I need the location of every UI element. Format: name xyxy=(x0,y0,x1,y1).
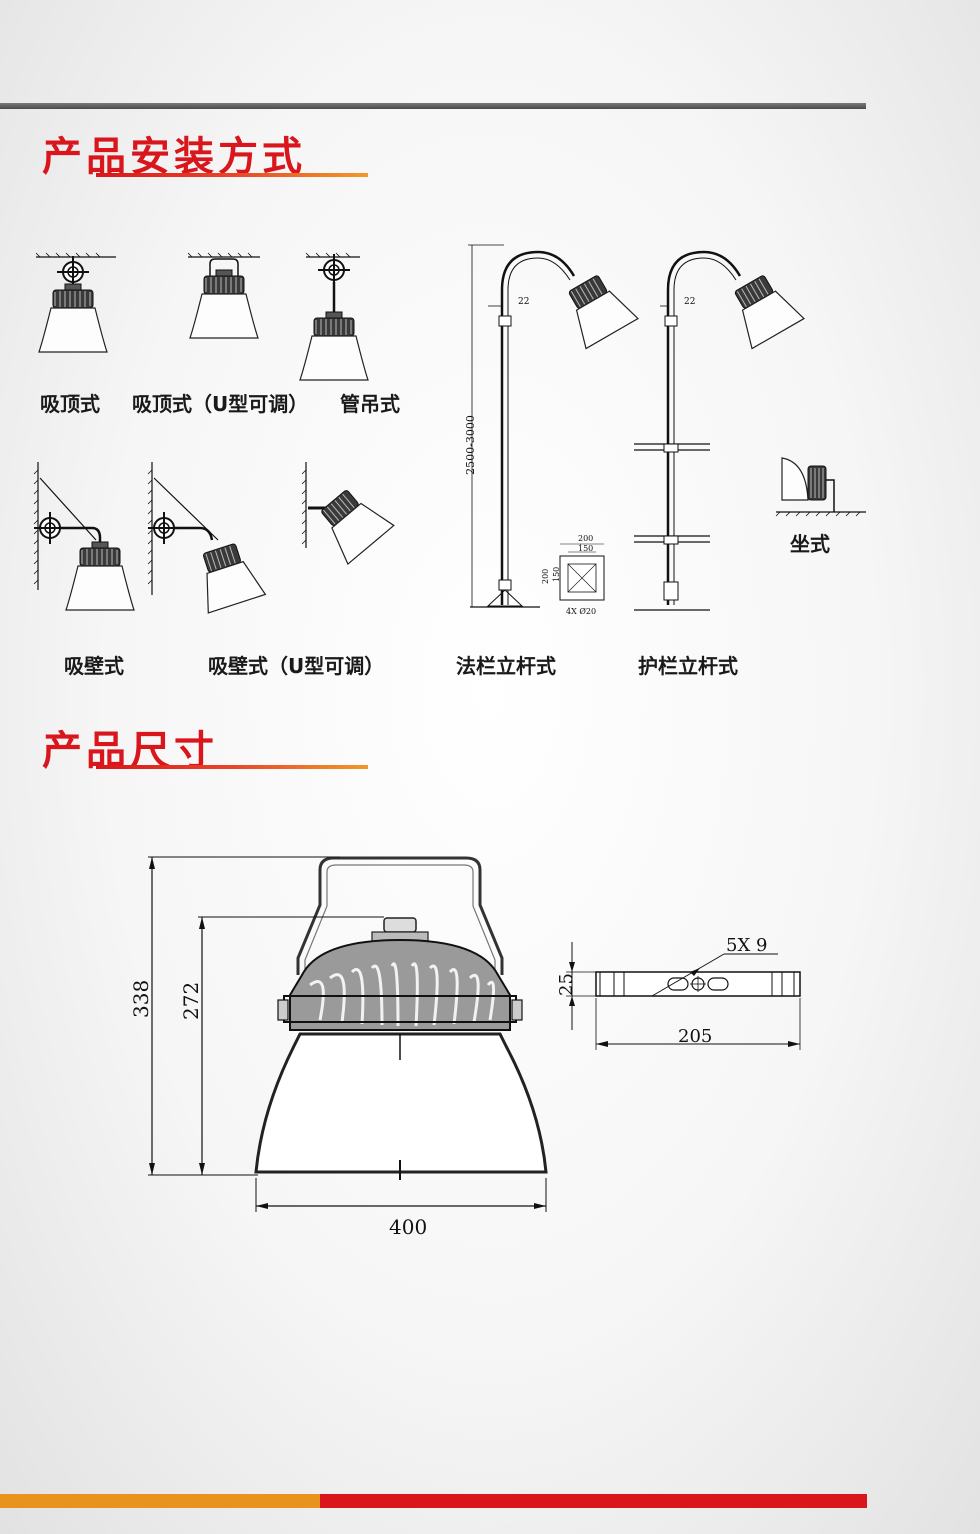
caption-wall-u-adjustable: 吸壁式（U型可调） xyxy=(208,654,385,678)
footer-bar-orange xyxy=(0,1494,320,1508)
caption-guardrail-pole: 护栏立杆式 xyxy=(638,654,738,678)
flange-side-inner-label: 150 xyxy=(552,567,561,582)
dim-total-height: 338 xyxy=(129,980,153,1018)
flange-outer-label: 200 xyxy=(578,534,593,543)
bracket-detail-drawing: 5X 9 25 205 xyxy=(556,935,801,1050)
install-title-underline xyxy=(96,173,368,177)
icon-wall-mount xyxy=(33,462,135,611)
icon-flange-pole: 22 2500-3000 200 150 200 150 4X Ø20 xyxy=(464,244,639,616)
icon-wall-tilt xyxy=(301,462,395,565)
pole-height-label: 2500-3000 xyxy=(464,415,477,475)
icon-floor-stand xyxy=(775,457,866,517)
install-section-title: 产品安装方式 xyxy=(42,134,306,180)
icon-wall-u-adjustable xyxy=(147,462,266,614)
bolt-holes-label: 4X Ø20 xyxy=(566,607,596,616)
caption-floor-stand: 坐式 xyxy=(790,532,830,556)
dim-bracket-length: 205 xyxy=(678,1026,712,1047)
dim-diameter: 400 xyxy=(389,1215,427,1239)
caption-wall-mount: 吸壁式 xyxy=(64,654,124,678)
icon-ceiling-u-adjustable xyxy=(187,252,260,339)
size-title-underline xyxy=(96,765,368,769)
icon-pipe-pendant xyxy=(299,252,369,381)
lamp-dimension-drawing: 338 272 400 xyxy=(129,856,548,1239)
dim-body-height: 272 xyxy=(179,982,203,1020)
flange-side-outer-label: 200 xyxy=(541,569,550,584)
flange-inner-label: 150 xyxy=(578,544,593,553)
pole-offset-a-label: 22 xyxy=(518,297,529,307)
caption-flange-pole: 法栏立杆式 xyxy=(456,654,556,678)
top-rule xyxy=(0,103,866,109)
caption-pipe-pendant: 管吊式 xyxy=(340,392,400,416)
pole-offset-b-label: 22 xyxy=(684,297,695,307)
icon-guardrail-pole: 22 xyxy=(634,250,805,611)
caption-ceiling-u-adjustable: 吸顶式（U型可调） xyxy=(132,392,309,416)
dim-bracket-slot: 5X 9 xyxy=(726,935,767,956)
icon-ceiling-mount xyxy=(35,252,116,353)
caption-ceiling-mount: 吸顶式 xyxy=(40,392,100,416)
dim-bracket-height: 25 xyxy=(556,973,577,996)
footer-bar-red xyxy=(320,1494,867,1508)
